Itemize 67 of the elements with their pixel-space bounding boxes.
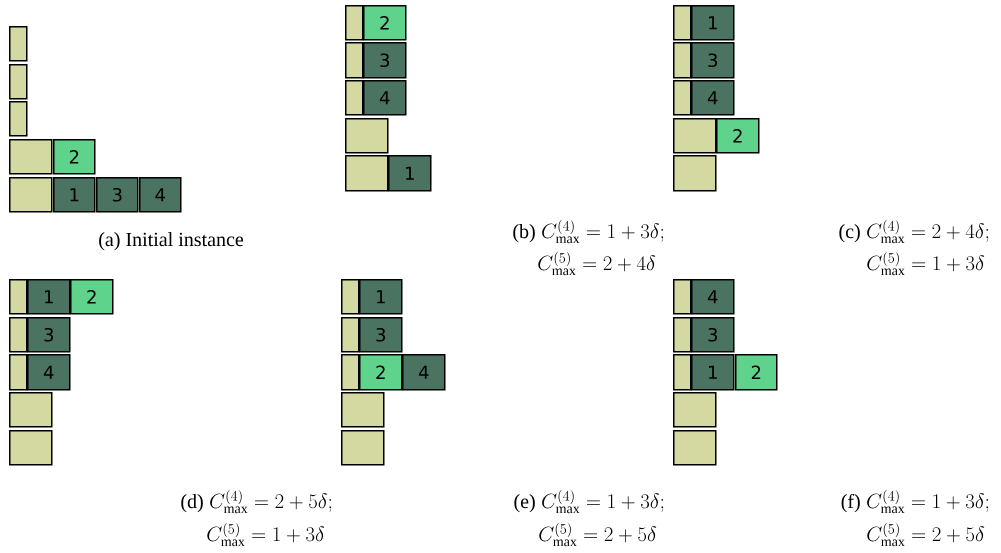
- idle-box: [345, 5, 364, 41]
- formula: $C^{(4)}_{\max} = 1 + 3\delta;$: [542, 219, 664, 244]
- formula: $C^{(4)}_{\max} = 1 + 3\delta;$: [867, 489, 989, 514]
- idle-box: [673, 118, 717, 154]
- caption-label: (e): [514, 494, 535, 513]
- job-box: 2: [363, 5, 407, 41]
- idle-box: [9, 354, 28, 391]
- job-box: 3: [27, 317, 71, 353]
- caption-label: (f): [841, 493, 860, 513]
- idle-box: [345, 42, 364, 79]
- caption-label: (b): [513, 224, 535, 243]
- idle-box: [9, 64, 28, 100]
- job-box: 3: [359, 317, 403, 353]
- job-box: 2: [359, 354, 403, 391]
- formula: $C^{(5)}_{\max} = 2 + 4\delta$: [538, 251, 656, 276]
- idle-box: [341, 354, 360, 391]
- caption-label: (c): [839, 224, 860, 243]
- formula: $C^{(4)}_{\max} = 1 + 3\delta;$: [542, 489, 664, 514]
- job-box: 2: [735, 354, 778, 391]
- idle-box: [673, 317, 692, 353]
- idle-box: [673, 80, 692, 116]
- job-box: 1: [53, 177, 96, 213]
- job-box: 4: [27, 354, 71, 391]
- idle-box: [673, 155, 717, 192]
- idle-box: [9, 101, 28, 137]
- formula: $C^{(5)}_{\max} = 1 + 3\delta$: [207, 522, 325, 547]
- idle-box: [673, 354, 692, 391]
- idle-box: [345, 80, 364, 116]
- job-box: 3: [363, 42, 407, 79]
- idle-box: [673, 42, 692, 79]
- job-box: 3: [691, 42, 735, 79]
- job-box: 1: [691, 5, 735, 41]
- formula: $C^{(4)}_{\max} = 2 + 5\delta;$: [210, 489, 332, 514]
- job-box: 1: [691, 354, 735, 391]
- idle-box: [673, 279, 692, 315]
- formula: $C^{(5)}_{\max} = 2 + 5\delta$: [867, 522, 985, 547]
- idle-box: [673, 5, 692, 41]
- formula: $C^{(5)}_{\max} = 1 + 3\delta$: [867, 251, 985, 276]
- job-box: 2: [53, 139, 96, 175]
- job-box: 4: [139, 177, 182, 213]
- job-box: 1: [388, 155, 432, 192]
- job-box: 2: [716, 118, 760, 154]
- job-box: 1: [359, 279, 403, 315]
- idle-box: [9, 139, 53, 175]
- idle-box: [673, 430, 717, 466]
- idle-box: [341, 430, 385, 466]
- job-box: 4: [402, 354, 446, 391]
- idle-box: [345, 118, 389, 154]
- job-box: 4: [363, 80, 407, 116]
- idle-box: [9, 317, 28, 353]
- idle-box: [9, 26, 28, 62]
- idle-box: [9, 430, 53, 466]
- formula: $C^{(5)}_{\max} = 2 + 5\delta$: [539, 522, 657, 547]
- idle-box: [9, 177, 53, 213]
- caption: (a) Initial instance: [99, 232, 244, 251]
- idle-box: [345, 155, 389, 192]
- caption-label: (d): [181, 494, 203, 513]
- idle-box: [9, 279, 28, 315]
- idle-box: [341, 317, 360, 353]
- idle-box: [341, 279, 360, 315]
- job-box: 4: [691, 279, 735, 315]
- job-box: 4: [691, 80, 735, 116]
- job-box: 3: [96, 177, 139, 213]
- formula: $C^{(4)}_{\max} = 2 + 4\delta;$: [867, 219, 989, 244]
- job-box: 1: [27, 279, 71, 315]
- job-box: 2: [70, 279, 114, 315]
- job-box: 3: [691, 317, 735, 353]
